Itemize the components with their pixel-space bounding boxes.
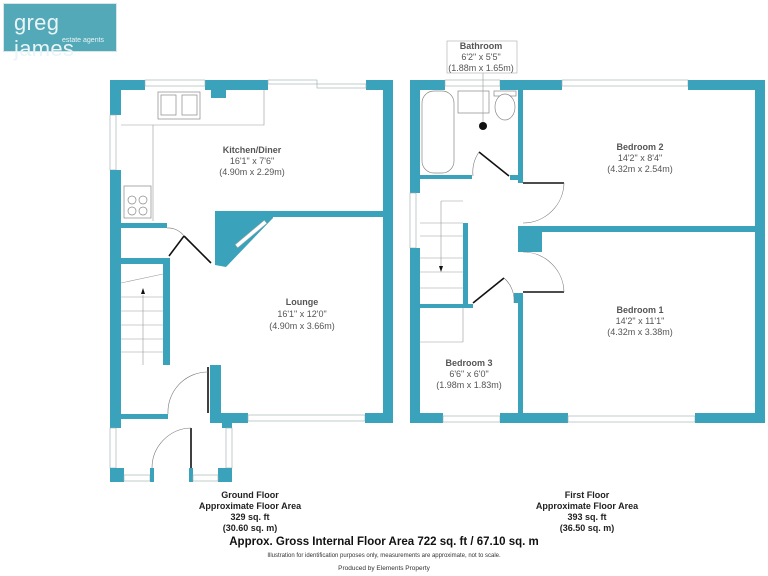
first-floor-summary: First Floor Approximate Floor Area 393 s…: [487, 490, 687, 534]
ground-floor-summary: Ground Floor Approximate Floor Area 329 …: [150, 490, 350, 534]
room-dimensions: 16'1" x 7'6": [230, 156, 274, 166]
window: [144, 79, 206, 87]
room-dimensions: 16'1" x 12'0": [277, 309, 326, 319]
window: [567, 415, 696, 423]
window: [247, 414, 366, 422]
bathroom-label-box: [446, 40, 518, 74]
producer-credit: Produced by Elements Property: [338, 565, 430, 572]
room-name: Kitchen/Diner: [223, 145, 282, 155]
first-floor-plan: Bathroom 6'2" x 5'5" (1.88m x 1.65m) Bed…: [409, 40, 765, 423]
staircase: [420, 200, 464, 343]
bath-icon: [421, 90, 455, 174]
room-dimensions-metric: (1.88m x 1.65m): [448, 63, 514, 73]
window: [444, 79, 501, 87]
floor-area-label: Approximate Floor Area: [535, 501, 639, 511]
room-dimensions-metric: (4.32m x 3.38m): [607, 327, 673, 337]
room-dimensions: 6'6" x 6'0": [449, 369, 488, 379]
room-name: Bedroom 2: [616, 142, 663, 152]
room-name: Lounge: [286, 297, 319, 307]
staircase: [120, 273, 164, 365]
room-name: Bedroom 3: [445, 358, 492, 368]
floor-area-sqm: (30.60 sq. m): [222, 523, 278, 533]
hob-icon: [123, 185, 152, 219]
logo: greg james estate agents: [3, 3, 117, 61]
room-dimensions-metric: (4.90m x 2.29m): [219, 167, 285, 177]
patio-door: [267, 79, 318, 85]
floor-area-label: Approximate Floor Area: [198, 501, 302, 511]
window: [561, 79, 689, 87]
room-name: Bedroom 1: [616, 305, 663, 315]
floor-area-sqm: (36.50 sq. m): [559, 523, 615, 533]
room-dimensions: 14'2" x 11'1": [616, 316, 665, 326]
window: [442, 415, 501, 423]
room-name: Bathroom: [460, 41, 503, 51]
room-dimensions: 6'2" x 5'5": [461, 52, 500, 62]
room-dimensions-metric: (4.90m x 3.66m): [269, 321, 335, 331]
floor-area-sqft: 329 sq. ft: [230, 512, 270, 522]
gross-area: Approx. Gross Internal Floor Area 722 sq…: [229, 536, 539, 548]
basin-icon: [457, 90, 490, 114]
ground-floor-plan: Kitchen/Diner 16'1" x 7'6" (4.90m x 2.29…: [109, 79, 393, 482]
floor-title: Ground Floor: [221, 490, 279, 500]
logo-brand: greg james: [14, 10, 75, 61]
disclaimer: Illustration for identification purposes…: [267, 553, 501, 559]
floor-title: First Floor: [564, 490, 610, 500]
toilet-icon: [494, 93, 516, 121]
window: [109, 114, 117, 171]
floor-area-sqft: 393 sq. ft: [567, 512, 607, 522]
room-dimensions: 14'2" x 8'4": [618, 153, 662, 163]
room-dimensions-metric: (1.98m x 1.83m): [436, 380, 502, 390]
logo-tagline: estate agents: [62, 37, 105, 44]
room-dimensions-metric: (4.32m x 2.54m): [607, 164, 673, 174]
